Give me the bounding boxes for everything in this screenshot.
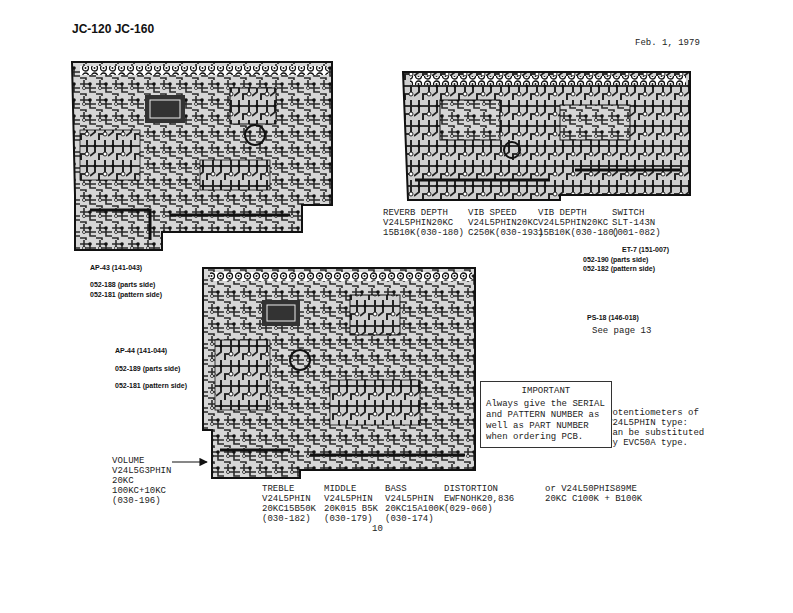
pattern-number: 052-189 (parts side) [115, 364, 180, 373]
pattern-number: 052-181 (pattern side) [90, 290, 162, 299]
date: Feb. 1, 1979 [635, 38, 700, 48]
model-title: JC-120 JC-160 [72, 22, 154, 36]
pattern-number: 052-190 (parts side) [583, 255, 648, 264]
part-spec: TREBLE V24L5PHIN 20KC15B50K (030-182) [262, 484, 317, 524]
part-spec: BASS V24L5PHIN 20KC15A100K (030-174) [385, 484, 445, 524]
notice-heading: IMPORTANT [486, 386, 606, 397]
board-name: AP-44 (141-044) [115, 346, 167, 355]
part-spec: VIB SPEED V24L5PHIN20KC C250K(030-193) [468, 208, 545, 238]
pattern-number: 052-181 (pattern side) [115, 381, 187, 390]
board-name: AP-43 (141-043) [90, 263, 142, 272]
pattern-number: 052-188 (parts side) [90, 280, 155, 289]
part-spec: VOLUME V24L5G3PHIN 20KC 100KC+10KC (030-… [112, 456, 172, 506]
page-number: 10 [372, 524, 383, 534]
note: Potentiometers of V24L5PHIN type: can be… [607, 408, 705, 448]
board-name: PS-18 (146-018) [587, 313, 639, 322]
part-spec: DISTORTION EWFNOHK20,836 (029-060) [444, 484, 515, 514]
part-spec: MIDDLE V24L5PHIN 20K015 B5K (030-179) [324, 484, 379, 524]
notice-text: Always give the SERIAL and PATTERN NUMBE… [486, 399, 606, 443]
part-spec: REVERB DEPTH V24L5PHIN20KC 15B10K(030-18… [383, 208, 465, 238]
part-spec: VIB DEPTH V24L5PHIN20KC 15B10K(030-180) [538, 208, 620, 238]
notice-box: IMPORTANT Always give the SERIAL and PATT… [480, 381, 612, 448]
part-spec: SWITCH SLT-143N (001-082) [612, 208, 662, 238]
board-name: ET-7 (151-007) [622, 245, 669, 254]
part-spec: or V24L50PHIS89ME 20KC C100K + B100K [545, 484, 643, 504]
pattern-number: 052-182 (pattern side) [583, 264, 655, 273]
note: See page 13 [592, 326, 651, 336]
